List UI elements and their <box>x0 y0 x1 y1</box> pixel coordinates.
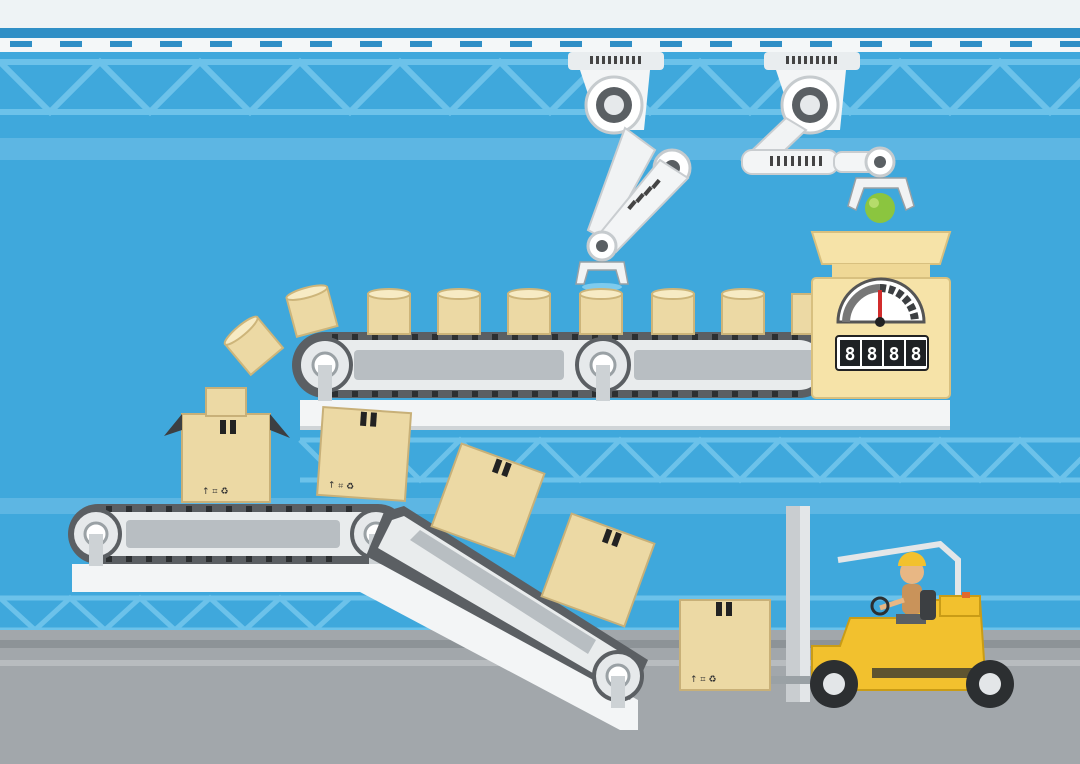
can <box>367 288 411 335</box>
box-label: ↑ ⌗ ♻ <box>690 675 716 685</box>
can <box>437 288 481 335</box>
upper-conveyor <box>292 332 950 430</box>
counter-display: 8 8 8 8 <box>840 340 926 366</box>
can <box>651 288 695 335</box>
cans-row <box>223 284 817 377</box>
open-box: ↑ ⌗ ♻ <box>164 387 290 503</box>
can <box>579 288 623 335</box>
robot-arm-right <box>740 52 915 223</box>
sloped-conveyor <box>360 506 648 730</box>
box-on-slope <box>540 512 656 628</box>
roller-icon <box>592 650 644 708</box>
filling-machine: 8 8 8 8 <box>810 231 952 399</box>
box-on-slope <box>430 442 546 558</box>
can <box>507 288 551 335</box>
can-falling <box>223 315 285 377</box>
can-tilted <box>285 284 339 338</box>
robot-arm-left <box>568 52 692 291</box>
roller-icon <box>70 508 122 566</box>
lower-conveyor <box>68 504 408 592</box>
counter-digit: 8 <box>911 344 922 365</box>
wheel-icon <box>966 660 1014 708</box>
forklift-box: ↑ ⌗ ♻ <box>679 599 771 691</box>
can <box>721 288 765 335</box>
driver <box>879 552 936 624</box>
gauge-icon <box>836 277 926 327</box>
middle-truss <box>298 436 1080 484</box>
roller-icon <box>575 337 631 401</box>
wheel-icon <box>810 660 858 708</box>
counter-digit: 8 <box>867 344 878 365</box>
upper-beam <box>0 138 1080 160</box>
box-label: ↑ ⌗ ♻ <box>327 481 354 493</box>
box-label: ↑ ⌗ ♻ <box>202 487 228 497</box>
counter-digit: 8 <box>845 344 856 365</box>
counter-digit: 8 <box>889 344 900 365</box>
forklift: ↑ ⌗ ♻ <box>679 506 1014 708</box>
ceiling-rail <box>0 0 1080 52</box>
roller-icon <box>297 337 353 401</box>
tilted-box: ↑ ⌗ ♻ <box>316 405 413 503</box>
upper-truss <box>0 57 1080 117</box>
